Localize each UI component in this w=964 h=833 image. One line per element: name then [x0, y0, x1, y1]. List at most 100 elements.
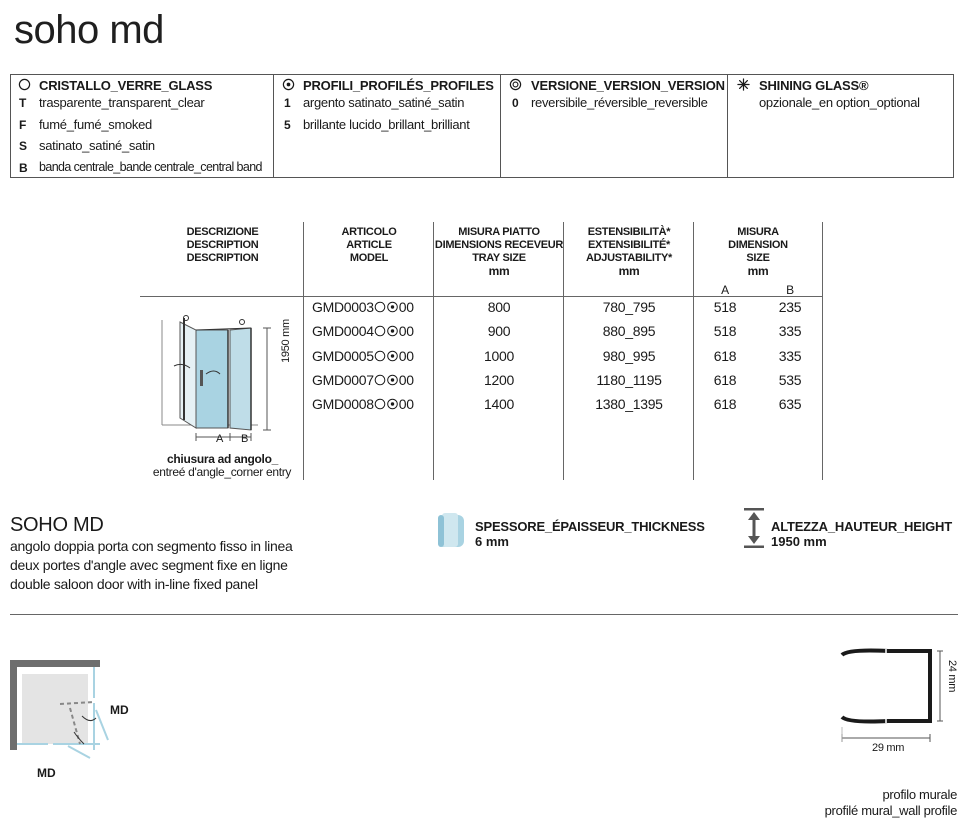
profile-width-dim: 29 mm: [872, 742, 905, 754]
size-a-cell: 618: [713, 348, 737, 364]
header-col-a: A: [721, 283, 729, 297]
circle-icon: [374, 301, 386, 313]
size-a-cell: 618: [713, 396, 737, 412]
table-divider: [822, 222, 823, 480]
size-a-cell: 518: [713, 299, 737, 315]
table-header-rule: [140, 296, 822, 297]
section-divider: [10, 614, 958, 615]
product-desc-en: double saloon door with in-line fixed pa…: [10, 576, 258, 592]
size-b-cell: 635: [778, 396, 802, 412]
header-article: ARTICOLO ARTICLE MODEL: [341, 226, 397, 264]
height-label: ALTEZZA_HAUTEUR_HEIGHT: [771, 519, 952, 534]
glass-thickness-icon: [438, 513, 464, 547]
circle-icon: [18, 78, 31, 91]
legend-code: S: [19, 139, 28, 153]
legend-code: T: [19, 96, 27, 110]
header-tray: MISURA PIATTO DIMENSIONS RECEVEUR TRAY S…: [434, 226, 564, 278]
shower-drawing: [161, 315, 271, 441]
page-title: soho md: [14, 8, 164, 52]
legend-version: VERSIONE_VERSION_VERSION 0 reversibile_r…: [500, 75, 728, 177]
size-b-cell: 335: [778, 348, 802, 364]
legend-profiles-heading: PROFILI_PROFILÉS_PROFILES: [303, 78, 494, 93]
drawing-b-label: B: [241, 433, 249, 445]
dot-circle-icon: [386, 374, 398, 386]
tray-cell: 800: [487, 299, 511, 315]
double-circle-icon: [509, 78, 522, 91]
circle-icon: [374, 398, 386, 410]
ext-cell: 780_795: [602, 299, 656, 315]
dot-circle-icon: [386, 301, 398, 313]
header-description: DESCRIZIONE DESCRIPTION DESCRIPTION: [186, 226, 259, 264]
thickness-value: 6 mm: [475, 534, 509, 549]
ext-cell: 980_995: [602, 348, 656, 364]
legend-item: fumé_fumé_smoked: [39, 117, 152, 132]
table-divider: [563, 222, 564, 480]
size-b-cell: 335: [778, 323, 802, 339]
circle-icon: [374, 350, 386, 362]
header-ext: ESTENSIBILITÀ* EXTENSIBILITÉ* ADJUSTABIL…: [585, 226, 673, 278]
drawing-a-label: A: [216, 433, 224, 445]
legend-code: 1: [284, 96, 291, 110]
table-divider: [433, 222, 434, 480]
profile-caption-1: profilo murale: [882, 787, 957, 802]
table-divider: [693, 222, 694, 480]
product-desc-it: angolo doppia porta con segmento fisso i…: [10, 538, 293, 554]
legend-item: trasparente_transparent_clear: [39, 95, 205, 110]
dot-circle-icon: [386, 325, 398, 337]
header-col-b: B: [786, 283, 794, 297]
legend-item: banda centrale_bande centrale_central ba…: [39, 160, 263, 174]
size-a-cell: 618: [713, 372, 737, 388]
legend-item: brillante lucido_brillant_brilliant: [303, 117, 470, 132]
tray-cell: 1200: [484, 372, 514, 388]
size-a-cell: 518: [713, 323, 737, 339]
product-desc-fr: deux portes d'angle avec segment fixe en…: [10, 557, 288, 573]
dot-circle-icon: [386, 398, 398, 410]
drawing-height-label: 1950 mm: [280, 319, 292, 363]
tray-cell: 1000: [484, 348, 514, 364]
profile-height-dim: 24 mm: [946, 659, 958, 693]
height-arrow-icon: [744, 508, 764, 548]
dot-circle-icon: [282, 78, 295, 91]
table-divider: [303, 222, 304, 480]
legend-glass-heading: CRISTALLO_VERRE_GLASS: [39, 78, 213, 93]
legend-item: reversibile_réversible_reversible: [531, 95, 708, 110]
tray-cell: 900: [487, 323, 511, 339]
plan-label-right: MD: [110, 703, 129, 717]
ext-cell: 880_895: [602, 323, 656, 339]
circle-icon: [374, 374, 386, 386]
size-b-cell: 235: [778, 299, 802, 315]
wall-profile-drawing: [840, 648, 943, 742]
ext-cell: 1380_1395: [595, 396, 663, 412]
thickness-label: SPESSORE_ÉPAISSEUR_THICKNESS: [475, 519, 705, 534]
legend-shining: SHINING GLASS® opzionale_en option_optio…: [727, 75, 953, 177]
legend-item: satinato_satiné_satin: [39, 138, 155, 153]
drawing-caption-1: chiusura ad angolo_: [167, 452, 278, 466]
legend-code: B: [19, 161, 28, 175]
height-value: 1950 mm: [771, 534, 827, 549]
legend-version-heading: VERSIONE_VERSION_VERSION: [531, 78, 725, 93]
profile-caption-2: profilé mural_wall profile: [824, 803, 958, 818]
legend-code: F: [19, 118, 27, 132]
header-size: MISURA DIMENSION SIZE mm: [728, 226, 788, 278]
size-b-cell: 535: [778, 372, 802, 388]
legend-glass: CRISTALLO_VERRE_GLASS T trasparente_tran…: [11, 75, 274, 177]
legend-box: CRISTALLO_VERRE_GLASS T trasparente_tran…: [10, 74, 954, 178]
legend-item: opzionale_en option_optional: [759, 95, 920, 110]
drawing-caption-2: entreé d'angle_corner entry: [152, 465, 292, 479]
tray-cell: 1400: [484, 396, 514, 412]
plan-view-drawing: [10, 660, 109, 759]
circle-icon: [374, 325, 386, 337]
legend-code: 5: [284, 118, 291, 132]
legend-profiles: PROFILI_PROFILÉS_PROFILES 1 argento sati…: [273, 75, 501, 177]
legend-code: 0: [512, 96, 519, 110]
plan-label-bottom: MD: [37, 766, 56, 780]
dot-circle-icon: [386, 350, 398, 362]
ext-cell: 1180_1195: [596, 372, 662, 388]
product-name: SOHO MD: [10, 514, 104, 536]
sparkle-icon: [737, 78, 750, 91]
legend-shining-heading: SHINING GLASS®: [759, 78, 869, 93]
